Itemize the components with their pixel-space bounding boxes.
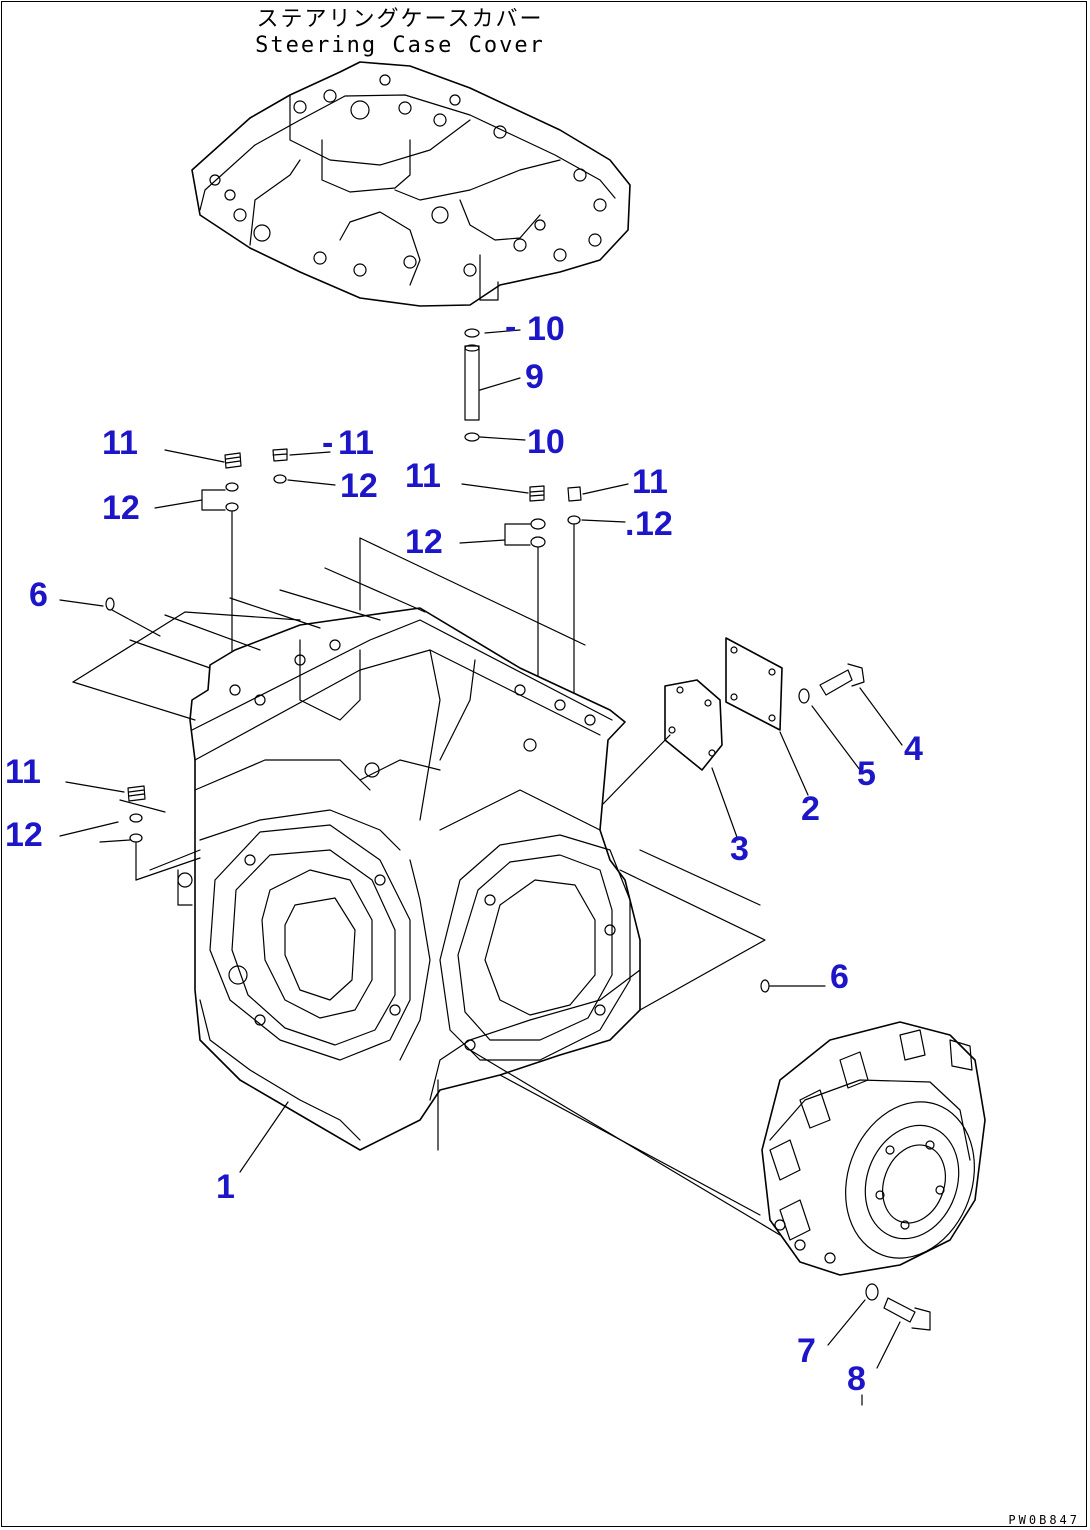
callout-11[interactable]: 11: [102, 424, 138, 462]
title-english: Steering Case Cover: [255, 33, 545, 58]
callout-1[interactable]: 1: [216, 1168, 235, 1206]
callout-labels: - 10 9 10 11 - 11 12 12 11 11 12 . 12 6 …: [5, 308, 923, 1398]
drawing-code: PW0B847: [1008, 1513, 1080, 1527]
mount-bolt-parts: [861, 1283, 931, 1406]
callout-11[interactable]: 11: [405, 457, 441, 495]
callout-11[interactable]: 11: [5, 753, 41, 791]
callout-prefix: -: [322, 424, 333, 462]
callout-11[interactable]: 11: [632, 463, 668, 501]
callout-3[interactable]: 3: [730, 830, 749, 868]
callout-8[interactable]: 8: [847, 1360, 866, 1398]
callout-12[interactable]: 12: [405, 523, 443, 561]
callout-7[interactable]: 7: [797, 1332, 816, 1370]
callout-12[interactable]: 12: [5, 816, 43, 854]
pipe-assembly: [464, 328, 480, 442]
callout-12[interactable]: 12: [102, 489, 140, 527]
callout-5[interactable]: 5: [857, 755, 876, 793]
callout-2[interactable]: 2: [801, 790, 820, 828]
callout-12[interactable]: 12: [635, 505, 673, 543]
leader-lines: [59, 329, 903, 1369]
projection-lines: [72, 537, 781, 1236]
callout-prefix: .: [625, 505, 634, 543]
callout-6[interactable]: 6: [29, 576, 48, 614]
title-japanese: ステアリングケースカバー: [257, 7, 544, 32]
callout-11[interactable]: 11: [338, 424, 374, 462]
callout-6[interactable]: 6: [830, 958, 849, 996]
callout-9[interactable]: 9: [525, 358, 544, 396]
steering-case-cover: [191, 61, 631, 307]
callout-10[interactable]: 10: [527, 310, 565, 348]
callout-prefix: -: [505, 308, 516, 346]
side-cover-parts: [664, 637, 865, 771]
callout-10[interactable]: 10: [527, 423, 565, 461]
callout-12[interactable]: 12: [340, 467, 378, 505]
steering-case-body: [177, 607, 641, 1151]
brake-unit: [761, 1021, 986, 1276]
callout-4[interactable]: 4: [904, 730, 923, 768]
